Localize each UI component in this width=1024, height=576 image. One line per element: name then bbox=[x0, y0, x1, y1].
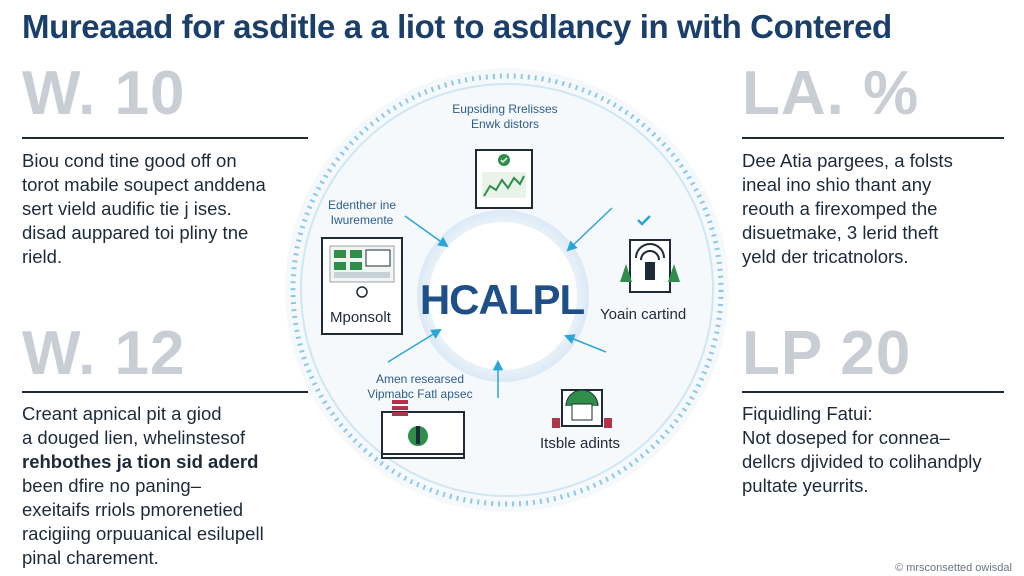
node-top-label-line: Enwk distors bbox=[470, 117, 540, 131]
node-right-caption: Yoain cartind bbox=[600, 306, 687, 323]
line: reouth a firexomped the bbox=[742, 198, 938, 219]
stat-bottom-right: LP 20 bbox=[742, 319, 912, 388]
line: sert vield audific tie j ises. bbox=[22, 198, 232, 219]
footer-credit: © mrsconsetted owisdal bbox=[895, 562, 1012, 574]
line: disuetmake, 3 lerid theft bbox=[742, 222, 939, 243]
node-bottom-left-label-line: Amen researsed bbox=[375, 372, 465, 386]
center-hub-inner bbox=[429, 222, 577, 370]
line: yeld der tricatnolors. bbox=[742, 246, 909, 267]
node-left-caption: Mponsolt bbox=[330, 309, 391, 326]
arrow-right-down bbox=[564, 334, 607, 353]
lead-bottom-right: Fiquidling Fatui: bbox=[742, 403, 873, 424]
node-left-label: Edenther ine Iwuremente bbox=[314, 198, 410, 228]
arrow-right-up bbox=[566, 207, 613, 252]
line: exeitaifs rriols pmorenetied bbox=[22, 499, 244, 520]
divider-bottom-right bbox=[742, 391, 1004, 393]
divider-top-left bbox=[22, 137, 308, 139]
arrow-left-up bbox=[404, 215, 449, 248]
line: dellcrs djivided to colihandply bbox=[742, 451, 982, 472]
lead-top-right: Dee Atia pargees, a folsts bbox=[742, 150, 953, 171]
secure-building-icon bbox=[620, 215, 680, 293]
dashboard-chart-icon bbox=[475, 149, 533, 209]
line: disad auppared toi pliny tne bbox=[22, 222, 249, 243]
line: Not doseped for connea– bbox=[742, 427, 950, 448]
node-top-label-line: Eupsiding Rrelisses bbox=[452, 102, 558, 116]
stat-top-right: LA. % bbox=[742, 59, 920, 128]
node-left-label-line: Edenther ine bbox=[327, 198, 397, 212]
line: pultate yeurrits. bbox=[742, 475, 869, 496]
page-title: Mureaaad for asditle a a liot to asdlanc… bbox=[22, 8, 892, 45]
lead-bottom-left: Creant apnical pit a giod bbox=[22, 403, 222, 424]
paragraph-top-left: Biou cond tine good off on torot mabile … bbox=[22, 149, 322, 269]
node-bottom-right-caption: Itsble adints bbox=[540, 435, 621, 452]
control-panel-icon bbox=[321, 237, 403, 335]
arrow-left-down bbox=[387, 328, 442, 363]
node-left-label-line: Iwuremente bbox=[330, 213, 394, 227]
node-top-label: Eupsiding Rrelisses Enwk distors bbox=[430, 102, 580, 132]
inner-ring bbox=[300, 83, 714, 497]
line: ineal ino shio thant any bbox=[742, 174, 932, 195]
line: a douged lien, whelinstesof bbox=[22, 427, 246, 448]
center-logo-text: HCALPL bbox=[419, 276, 585, 323]
line: rehbothes ja tion sid aderd bbox=[22, 451, 259, 472]
line: been dfire no paning– bbox=[22, 475, 201, 496]
data-device-icon bbox=[381, 400, 465, 459]
paragraph-top-right: Dee Atia pargees, a folsts ineal ino shi… bbox=[742, 149, 1012, 269]
divider-bottom-left bbox=[22, 391, 308, 393]
vault-icon bbox=[552, 389, 612, 428]
line: torot mabile soupect anddena bbox=[22, 174, 266, 195]
paragraph-bottom-right: Fiquidling Fatui: Not doseped for connea… bbox=[742, 402, 1012, 498]
line: rield. bbox=[22, 246, 63, 267]
stat-bottom-left: W. 12 bbox=[22, 319, 186, 388]
paragraph-bottom-left: Creant apnical pit a giod a douged lien,… bbox=[22, 402, 322, 570]
divider-top-right bbox=[742, 137, 1004, 139]
outer-dotted-ring bbox=[290, 73, 724, 507]
line: racigiing orpuuanical esilupell bbox=[22, 523, 264, 544]
node-bottom-left-label: Amen researsed Vipmabc Fatl apsec bbox=[350, 372, 490, 402]
line: pinal charement. bbox=[22, 547, 159, 568]
stat-top-left: W. 10 bbox=[22, 59, 186, 128]
node-bottom-left-label-line: Vipmabc Fatl apsec bbox=[367, 387, 473, 401]
lead-top-left: Biou cond tine good off on bbox=[22, 150, 237, 171]
